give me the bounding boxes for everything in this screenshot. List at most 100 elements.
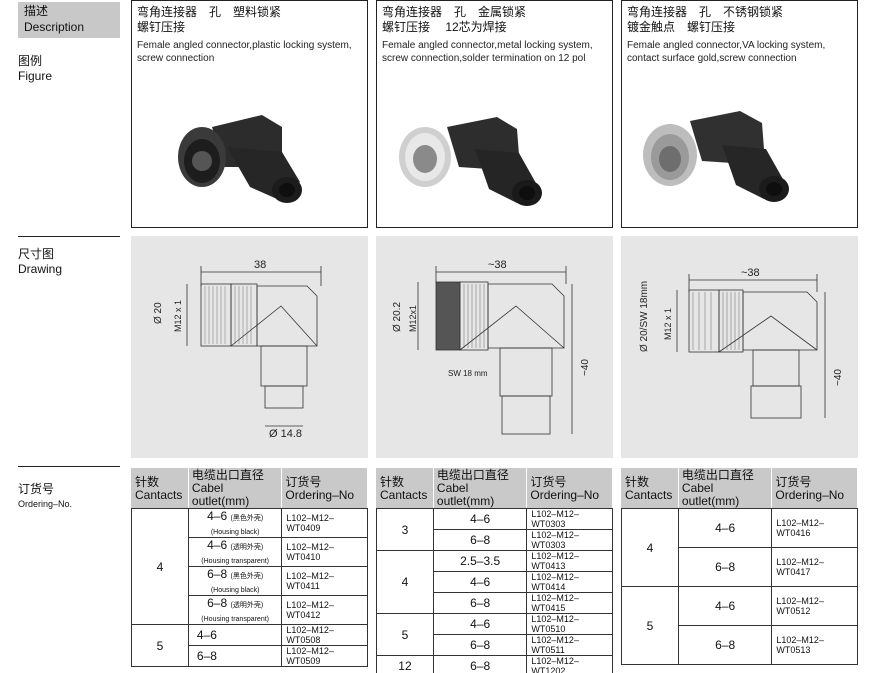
table-row: 4–6 L102–M12–WT0414 <box>377 571 613 593</box>
dimension-drawing-metal: ~38 Ø 20.2 M12x1 SW 18 mm ~40 <box>376 236 613 458</box>
table-row: 4 4–6 (黑色外壳)(Housing black) L102–M12–WT0… <box>131 508 368 625</box>
product-title-cn: 弯角连接器 孔 塑料锁紧 <box>137 5 282 19</box>
product-title-cn: 弯角连接器 孔 金属锁紧 <box>382 5 527 19</box>
cell-contacts: 4 <box>376 550 434 614</box>
product-desc-en: Female angled connector,VA locking syste… <box>627 40 826 51</box>
product-title-cn: 弯角连接器 孔 不锈钢锁紧 <box>627 5 784 19</box>
divider <box>18 466 120 467</box>
cell-outlet: 6–8 <box>432 592 528 614</box>
cell-contacts: 4 <box>131 508 189 625</box>
cell-order-no: L102–M12–WT0508 <box>281 624 368 646</box>
cell-outlet: 6–8 <box>187 645 283 667</box>
cell-order-no: L102–M12–WT0415 <box>526 592 613 614</box>
cell-outlet: 4–6 <box>432 571 528 593</box>
dim-length: 38 <box>254 259 266 271</box>
product-title-cn-2: 镀金触点 螺钉压接 <box>627 20 736 34</box>
table-row: 3 4–6 L102–M12–WT0303 <box>376 508 613 551</box>
table-row: 6–8 L102–M12–WT0509 <box>132 645 368 667</box>
product-desc-en: Female angled connector,plastic locking … <box>137 40 352 51</box>
cell-outlet: 4–6 <box>677 508 773 548</box>
ordering-label-cn: 订货号 <box>18 482 55 496</box>
table-row: 4 4–6 L102–M12–WT0416 <box>621 508 858 587</box>
cell-contacts: 5 <box>131 624 189 667</box>
cell-contacts: 5 <box>621 586 679 665</box>
cell-order-no: L102–M12–WT0513 <box>771 625 858 665</box>
table-row: 6–8 (黑色外壳)(Housing black) L102–M12–WT041… <box>132 566 368 596</box>
cell-order-no: L102–M12–WT1202 <box>526 655 613 673</box>
drawing-label: 尺寸图 Drawing <box>18 247 120 277</box>
table-row: 6–8 L102–M12–WT0513 <box>622 625 858 665</box>
product-photo-stainless <box>622 57 857 227</box>
cell-order-no: L102–M12–WT0511 <box>526 634 613 656</box>
product-card-plastic: 弯角连接器 孔 塑料锁紧 螺钉压接 Female angled connecto… <box>131 0 368 228</box>
figure-label: 图例 Figure <box>18 54 120 84</box>
table-row: 6–8 L102–M12–WT0415 <box>377 592 613 614</box>
table-row: 12 6–8 L102–M12–WT1202 <box>376 655 613 673</box>
cell-order-no: L102–M12–WT0409 <box>281 508 368 538</box>
dim-length: ~38 <box>488 259 507 271</box>
dim-diameter: Ø 20 <box>153 302 164 324</box>
cell-outlet: 6–8 <box>432 655 528 673</box>
cell-contacts: 3 <box>376 508 434 551</box>
cell-outlet: 6–8 <box>677 625 773 665</box>
dim-diameter: Ø 20/SW 18mm <box>639 281 650 352</box>
cell-outlet: 6–8 <box>432 634 528 656</box>
cell-order-no: L102–M12–WT0509 <box>281 645 368 667</box>
cell-outlet: 4–6 <box>187 624 283 646</box>
dim-thread: M12 x 1 <box>663 308 673 340</box>
cell-outlet: 4–6 <box>677 586 773 626</box>
cell-contacts: 4 <box>621 508 679 587</box>
product-photo-plastic <box>132 57 367 227</box>
description-label-en: Description <box>24 20 85 34</box>
cell-order-no: L102–M12–WT0303 <box>526 529 613 551</box>
cell-order-no: L102–M12–WT0412 <box>281 595 368 625</box>
cell-order-no: L102–M12–WT0510 <box>526 613 613 635</box>
cell-outlet: 2.5–3.5 <box>432 550 528 572</box>
table-row: 5 4–6 L102–M12–WT0512 <box>621 586 858 665</box>
description-label: 描述 Description <box>18 2 120 38</box>
cell-outlet: 4–6 <box>432 613 528 635</box>
ordering-label-en: Ordering–No. <box>18 499 73 509</box>
product-photo-metal <box>377 57 612 227</box>
dim-thread: M12 x 1 <box>173 300 183 332</box>
cell-order-no: L102–M12–WT0410 <box>281 537 368 567</box>
cell-outlet: 4–6 (透明外壳)(Housing transparent) <box>187 537 283 567</box>
figure-label-cn: 图例 <box>18 54 43 68</box>
cell-order-no: L102–M12–WT0417 <box>771 547 858 587</box>
dim-outlet-diameter: Ø 14.8 <box>269 428 302 440</box>
dim-height: ~40 <box>833 369 844 386</box>
cell-contacts: 5 <box>376 613 434 656</box>
product-desc-en-2: contact surface gold,screw connection <box>627 53 797 64</box>
table-row: 4–6 (透明外壳)(Housing transparent) L102–M12… <box>132 537 368 567</box>
drawing-label-cn: 尺寸图 <box>18 247 55 261</box>
table-row: 5 4–6 L102–M12–WT0508 <box>131 624 368 667</box>
product-card-stainless: 弯角连接器 孔 不锈钢锁紧 镀金触点 螺钉压接 Female angled co… <box>621 0 858 228</box>
table-row: 6–8 (透明外壳)(Housing transparent) L102–M12… <box>132 595 368 625</box>
cell-outlet: 6–8 <box>677 547 773 587</box>
cell-order-no: L102–M12–WT0416 <box>771 508 858 548</box>
dim-thread: M12x1 <box>408 305 418 332</box>
dim-height: ~40 <box>580 359 591 376</box>
dimension-drawing-plastic: 38 Ø 20 M12 x 1 Ø 14.8 <box>131 236 368 458</box>
cell-outlet: 4–6 (黑色外壳)(Housing black) <box>187 508 283 538</box>
cell-outlet: 6–8 <box>432 529 528 551</box>
cell-outlet: 6–8 (黑色外壳)(Housing black) <box>187 566 283 596</box>
dim-diameter: Ø 20.2 <box>392 302 403 332</box>
product-title-cn-2: 螺钉压接 12芯为焊接 <box>382 20 507 34</box>
cell-outlet: 6–8 (透明外壳)(Housing transparent) <box>187 595 283 625</box>
